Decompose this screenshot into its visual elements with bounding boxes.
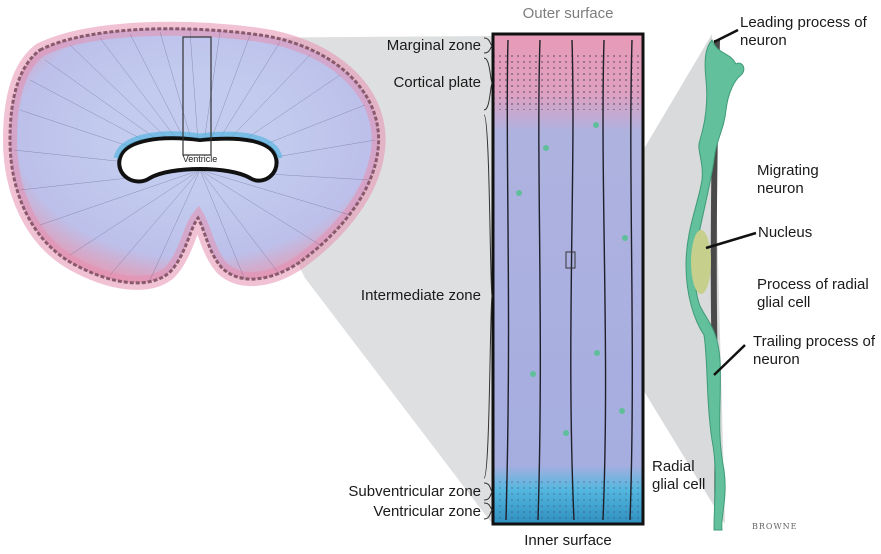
subventricular-zone-label: Subventricular zone [300, 483, 481, 501]
ventricle-label: Ventricle [170, 150, 230, 168]
migrating-neuron-label: Migrating neuron [757, 162, 847, 198]
marginal-zone-label: Marginal zone [300, 37, 481, 55]
intermediate-zone-label: Intermediate zone [300, 287, 481, 305]
outer-surface-label: Outer surface [493, 5, 643, 23]
cortical-column [493, 34, 643, 524]
cortical-plate-label: Cortical plate [300, 74, 481, 92]
process-radial-glial-label: Process of radial glial cell [757, 276, 872, 312]
radial-glial-cell-label: Radial glial cell [652, 458, 708, 494]
nucleus-label: Nucleus [758, 224, 812, 242]
neuron-nucleus [691, 230, 711, 294]
ventricular-zone-label: Ventricular zone [300, 503, 481, 521]
leading-process-label: Leading process of neuron [740, 14, 870, 50]
artist-signature: BROWNE [752, 522, 798, 531]
inner-surface-label: Inner surface [493, 532, 643, 550]
trailing-process-label: Trailing process of neuron [753, 333, 878, 369]
